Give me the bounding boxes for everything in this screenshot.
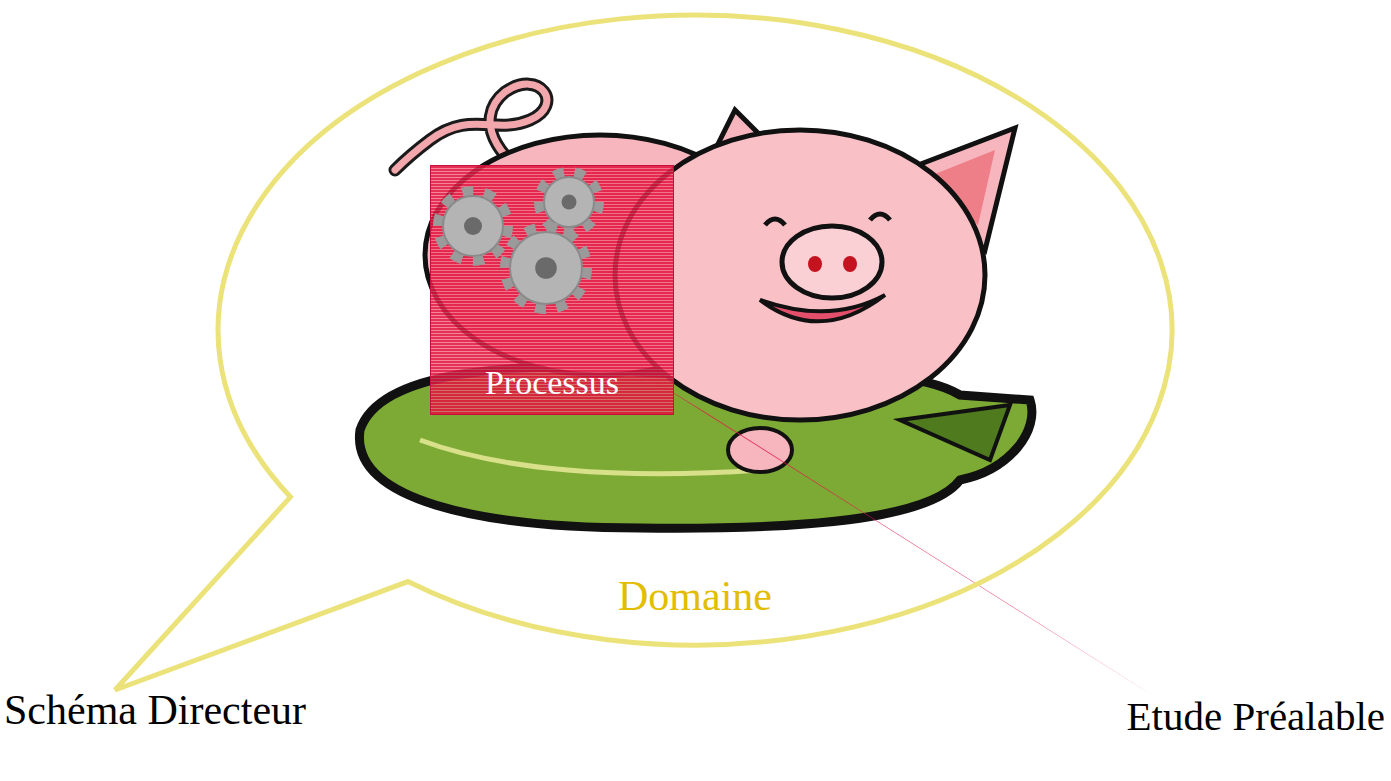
gear xyxy=(506,228,586,308)
phase-label: Etude Préalable xyxy=(1127,692,1385,740)
pig-hoof xyxy=(728,428,792,472)
domain-label: Domaine xyxy=(215,572,1175,620)
phase-label: Schéma Directeur xyxy=(4,686,306,734)
gear-hub xyxy=(464,217,482,235)
pig-mouth xyxy=(760,295,885,321)
pig-nostril xyxy=(808,256,822,272)
gears-icon xyxy=(431,166,661,316)
label-slot: Etude Préalable xyxy=(1127,692,1385,740)
gear-hub xyxy=(562,195,577,210)
process-label: Processus xyxy=(431,363,673,402)
speech-bubble: Domaine Processus xyxy=(215,12,1175,648)
gear-body xyxy=(544,177,594,227)
gear xyxy=(439,192,507,260)
gear-teeth xyxy=(439,192,507,260)
bubble-outline xyxy=(215,12,1175,648)
pig-eye xyxy=(870,214,890,220)
label-slot: Schéma Directeur xyxy=(4,686,306,734)
pig-snout xyxy=(782,226,882,298)
gear-teeth xyxy=(506,228,586,308)
gear-body xyxy=(510,232,582,304)
process-box: Processus xyxy=(430,165,674,415)
bag-corner xyxy=(900,405,1010,460)
zoom-wedge xyxy=(640,372,1160,700)
pig-eye xyxy=(765,219,785,225)
gear-body xyxy=(443,196,503,256)
gear-hub xyxy=(535,257,557,279)
pig-nostril xyxy=(843,256,857,272)
bag-highlight xyxy=(420,440,760,474)
